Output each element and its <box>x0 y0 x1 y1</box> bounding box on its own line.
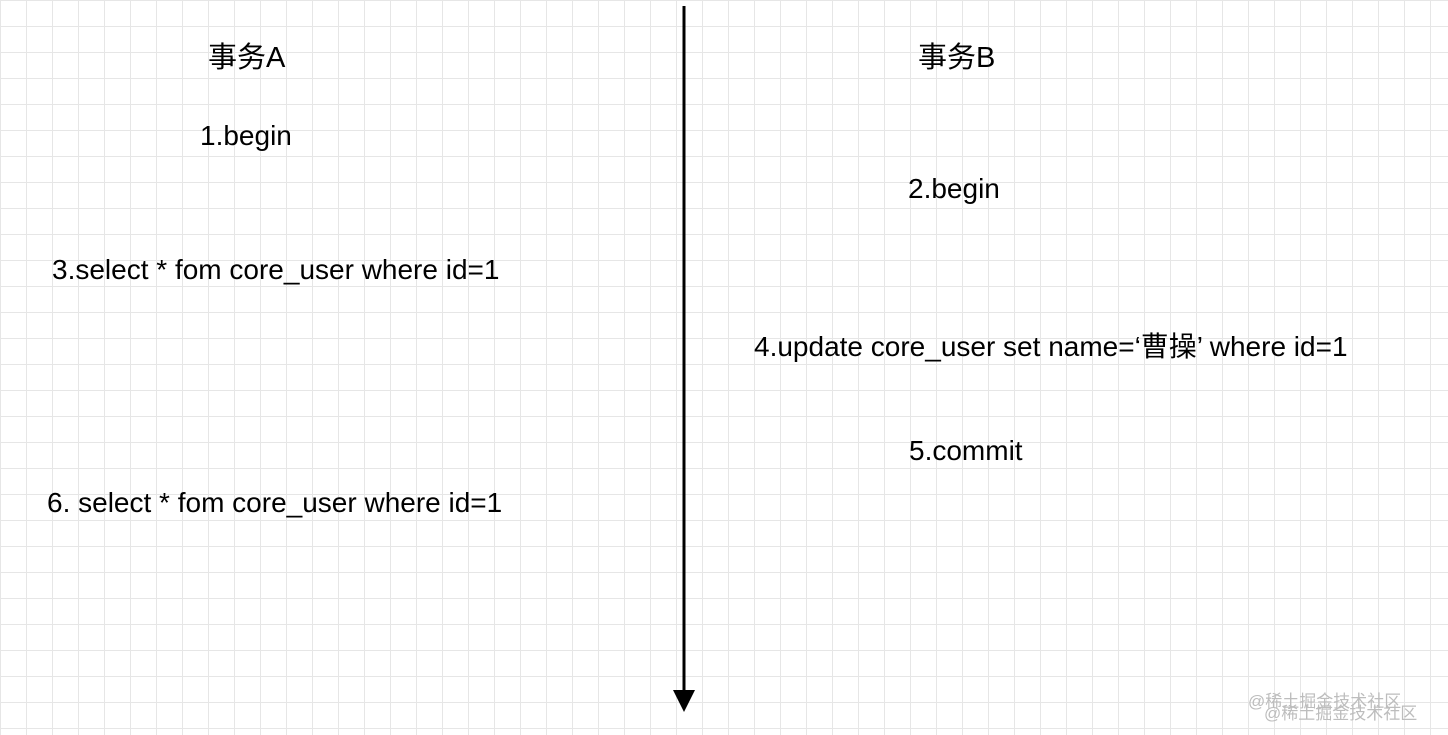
watermark-text: @稀土掘金技术社区 <box>1248 692 1402 711</box>
transaction-a-step-3: 3.select * fom core_user where id=1 <box>52 254 500 285</box>
transaction-a-step-1: 1.begin <box>200 120 292 151</box>
transaction-a-title: 事务A <box>208 42 286 74</box>
timeline-arrowhead <box>673 690 695 712</box>
transaction-b-step-4: 4.update core_user set name=‘曹操’ where i… <box>754 331 1348 362</box>
transaction-b-step-5: 5.commit <box>909 435 1023 466</box>
transaction-b-title: 事务B <box>918 42 996 74</box>
transaction-b-step-2: 2.begin <box>908 173 1000 204</box>
watermark-text-shadow: @稀土掘金技术社区 <box>1264 704 1418 723</box>
watermark: @稀土掘金技术社区 @稀土掘金技术社区 <box>1248 693 1438 727</box>
transaction-a-step-6: 6. select * fom core_user where id=1 <box>47 487 503 518</box>
